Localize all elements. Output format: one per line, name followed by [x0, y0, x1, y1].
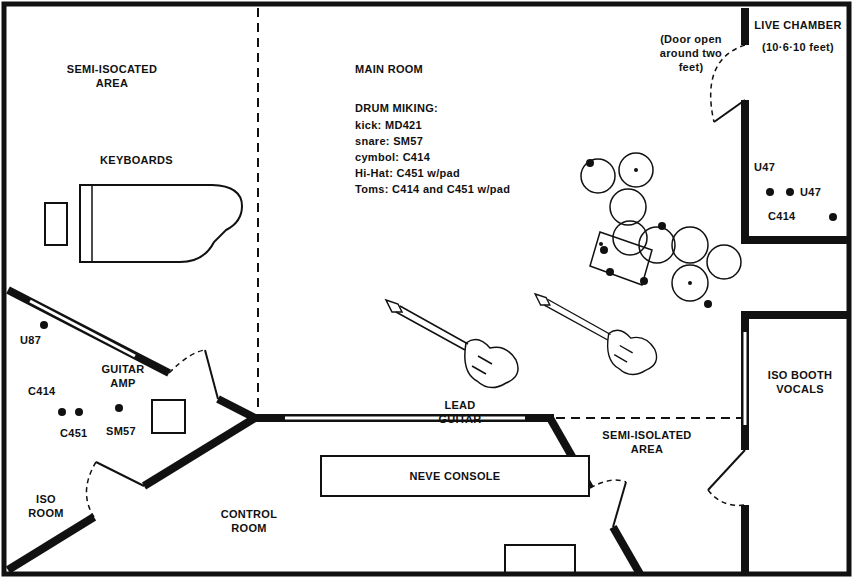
room-name: MAIN ROOM [355, 62, 475, 76]
plan-label: Toms: C414 and C451 w/pad [355, 182, 555, 196]
plan-label: cymbol: C414 [355, 150, 555, 164]
room-name: NEVE CONSOLE [409, 469, 500, 483]
room-label: ISO ROOM [22, 492, 70, 520]
room-name: SEMI-ISOCATED AREA [62, 62, 162, 90]
plan-label: GUITAR AMP [88, 362, 158, 390]
room-name: CONTROL ROOM [220, 507, 278, 535]
room-region: CONTROL ROOM NEVE CONSOLE [200, 425, 560, 571]
plan-label: C451 [60, 426, 105, 440]
plan-label: snare: SM57 [355, 134, 555, 148]
plan-label: U47 [754, 160, 794, 174]
plan-label: U87 [20, 333, 60, 347]
console-box: NEVE CONSOLE [320, 455, 590, 497]
plan-label: SM57 [106, 424, 151, 438]
plan-label: C414 [28, 384, 73, 398]
plan-label: U47 [800, 185, 840, 199]
plan-label: C414 [768, 209, 813, 223]
plan-label: Hi-Hat: C451 w/pad [355, 166, 555, 180]
room-name: (10·6·10 feet) [752, 40, 844, 54]
room-name: ISO BOOTH VOCALS [762, 368, 838, 396]
plan-label: KEYBOARDS [100, 153, 190, 167]
plan-label: DRUM MIKING: [355, 101, 555, 115]
room-label: LIVE CHAMBER (10·6·10 feet) [752, 18, 844, 54]
room-name: LIVE CHAMBER [752, 18, 844, 32]
room-name: ISO ROOM [22, 492, 70, 520]
area-label: SEMI-ISOCATED AREA [62, 62, 162, 90]
room-label: MAIN ROOM [355, 62, 475, 76]
plan-label: LEAD GUITAR [425, 398, 495, 426]
area-label: SEMI-ISOLATED AREA [592, 428, 702, 456]
plan-label: (Door open around two feet) [650, 32, 732, 74]
plan-label: kick: MD421 [355, 118, 555, 132]
room-name: SEMI-ISOLATED AREA [592, 428, 702, 456]
room-label: ISO BOOTH VOCALS [762, 368, 838, 396]
